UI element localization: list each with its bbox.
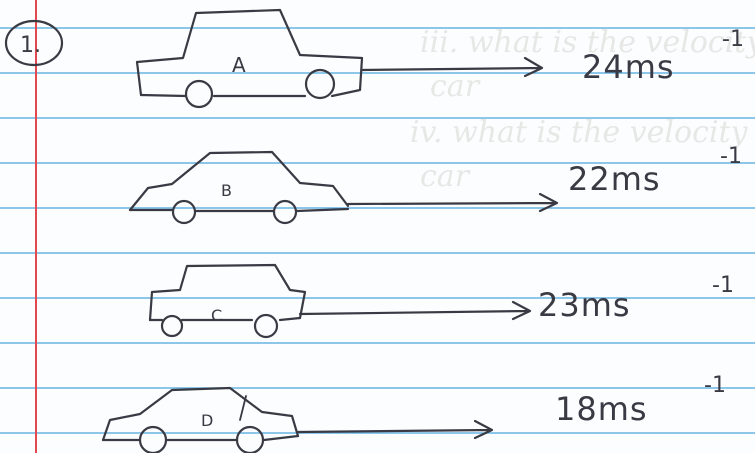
bleed-line-4: car — [420, 159, 471, 194]
car-d-exponent: -1 — [704, 373, 726, 398]
car-c-wheel-front — [162, 316, 182, 336]
car-c-wheel-rear — [255, 315, 277, 337]
car-b-speed: 22ms — [568, 160, 661, 198]
car-a-letter: A — [232, 53, 246, 77]
car-b-underside — [130, 209, 348, 211]
bleed-line-2: car — [430, 69, 481, 104]
car-d-letter: D — [201, 411, 213, 430]
car-d-wheel-front — [140, 427, 166, 453]
car-c-drawing: C 23ms -1 — [150, 265, 734, 337]
car-d-underside — [103, 436, 298, 440]
car-d-arrow — [298, 421, 492, 438]
car-a-exponent: -1 — [722, 27, 744, 52]
car-a-wheel-front — [186, 81, 212, 107]
car-b-letter: B — [221, 181, 232, 200]
car-b-exponent: -1 — [720, 144, 742, 169]
car-b-wheel-front — [173, 201, 195, 223]
car-d-door-mark — [240, 396, 246, 420]
question-number-label: 1. — [20, 33, 41, 58]
bleed-line-3: iv. what is the velocity of the — [410, 115, 755, 150]
car-d-wheel-rear — [237, 427, 263, 453]
car-b-body — [130, 152, 348, 210]
car-c-letter: C — [211, 306, 222, 325]
car-a-body — [137, 10, 362, 96]
car-d-speed: 18ms — [555, 390, 648, 428]
car-c-exponent: -1 — [712, 273, 734, 298]
car-c-arrow — [300, 302, 530, 319]
car-a-wheel-rear — [306, 70, 334, 98]
car-a-underside — [141, 95, 305, 96]
car-c-body — [150, 265, 305, 320]
car-c-speed: 23ms — [538, 286, 631, 324]
ruled-lines — [0, 28, 755, 433]
car-c-underside — [150, 318, 300, 320]
car-b-wheel-rear — [274, 201, 296, 223]
car-a-speed: 24ms — [582, 48, 675, 86]
car-d-drawing: D 18ms -1 — [103, 373, 726, 453]
